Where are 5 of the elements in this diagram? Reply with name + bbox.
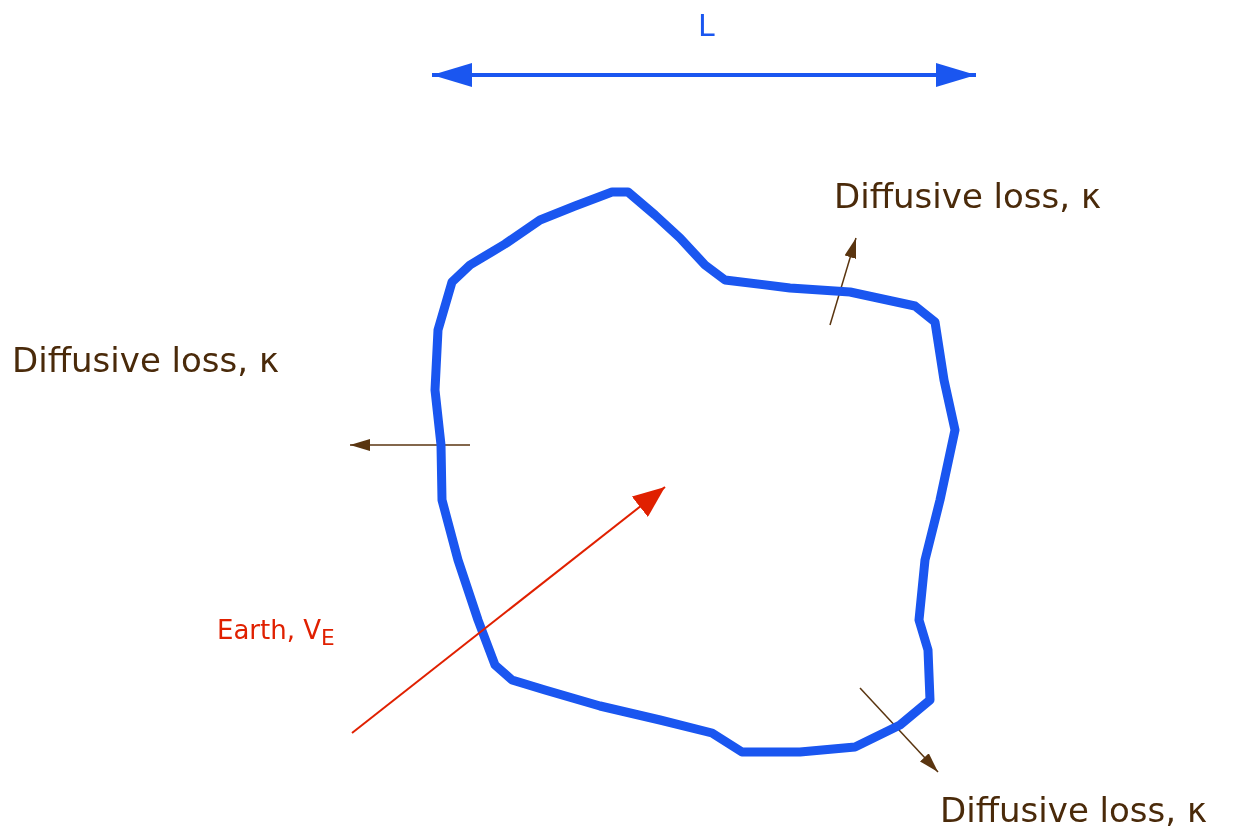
diffusive-loss-label: Diffusive loss, κ [834, 176, 1101, 216]
diffusive-loss-label: Diffusive loss, κ [12, 340, 279, 380]
dimension-label: L [698, 8, 715, 43]
diffusive-loss-label: Diffusive loss, κ [940, 790, 1207, 830]
earth-velocity-label: Earth, V$_{E}$ [217, 615, 335, 651]
